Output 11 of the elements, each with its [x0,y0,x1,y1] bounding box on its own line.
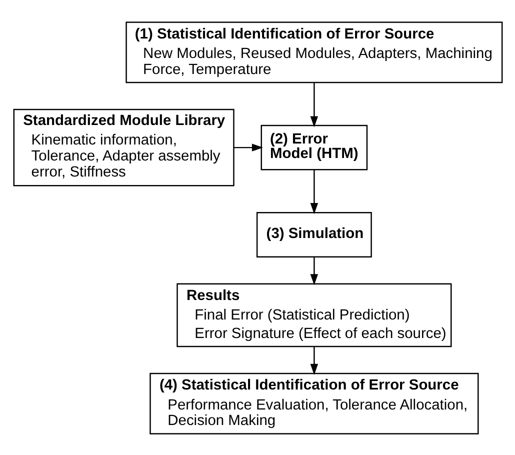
node-box: Results Final Error (Statistical Prediction) Error Signature (Effect of each source) [176,282,452,347]
node-box: Standardized Module Library Kinematic information, Tolerance, Adapter assembly error, Stiffness [12,108,234,186]
arrow [310,169,318,214]
node-box: (4) Statistical Identification of Error Source Performance Evaluation, Tolerance Allocation, Decision Making [149,372,478,434]
node-box: (1) Statistical Identification of Error Source New Modules, Reused Modules, Adapters, Machining Force, Temperature [125,21,502,83]
arrow [233,143,263,151]
arrow [310,256,318,285]
node-box: (2) Error Model (HTM) [260,124,368,170]
node-box: (3) Simulation [256,212,372,257]
arrow [310,346,318,374]
arrow [310,82,318,127]
